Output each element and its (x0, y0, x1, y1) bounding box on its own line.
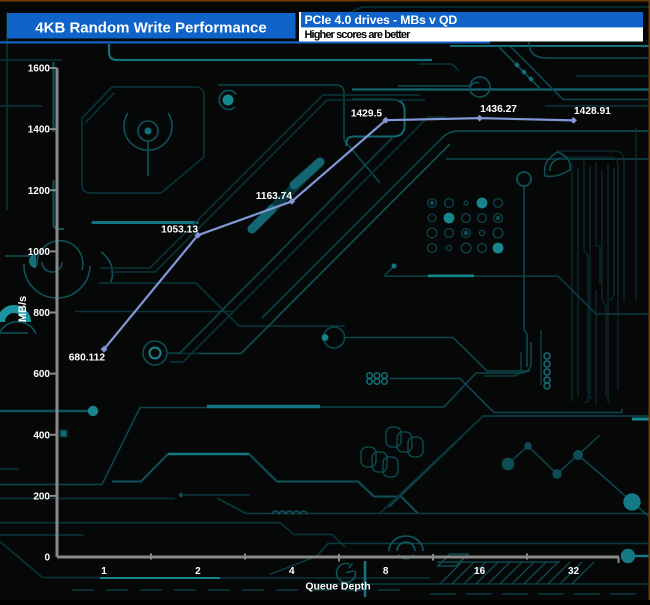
svg-text:1600: 1600 (28, 64, 51, 75)
svg-text:2: 2 (195, 566, 201, 577)
svg-text:16: 16 (474, 566, 486, 577)
svg-text:32: 32 (568, 566, 580, 577)
svg-text:1429.5: 1429.5 (351, 109, 382, 120)
svg-text:800: 800 (33, 308, 50, 319)
svg-text:1053.13: 1053.13 (161, 225, 198, 236)
svg-text:1428.91: 1428.91 (574, 106, 611, 117)
svg-text:PCIe 4.0 drives - MBs v QD: PCIe 4.0 drives - MBs v QD (305, 13, 458, 27)
svg-text:1000: 1000 (28, 247, 51, 258)
svg-text:8: 8 (383, 566, 389, 577)
svg-text:4: 4 (289, 566, 295, 577)
svg-text:1200: 1200 (28, 186, 51, 197)
svg-text:600: 600 (33, 369, 50, 380)
svg-text:1163.74: 1163.74 (256, 191, 293, 202)
svg-text:0: 0 (44, 553, 50, 564)
svg-text:680.112: 680.112 (69, 353, 106, 364)
svg-text:Higher scores are better: Higher scores are better (305, 29, 412, 41)
svg-text:200: 200 (33, 491, 50, 502)
svg-text:Queue Depth: Queue Depth (305, 581, 370, 593)
svg-text:4KB Random Write Performance: 4KB Random Write Performance (35, 20, 266, 37)
svg-text:1: 1 (101, 566, 107, 577)
svg-text:MB/s: MB/s (17, 296, 29, 322)
svg-text:400: 400 (33, 430, 50, 441)
svg-text:1436.27: 1436.27 (480, 104, 517, 115)
svg-text:1400: 1400 (28, 125, 51, 136)
